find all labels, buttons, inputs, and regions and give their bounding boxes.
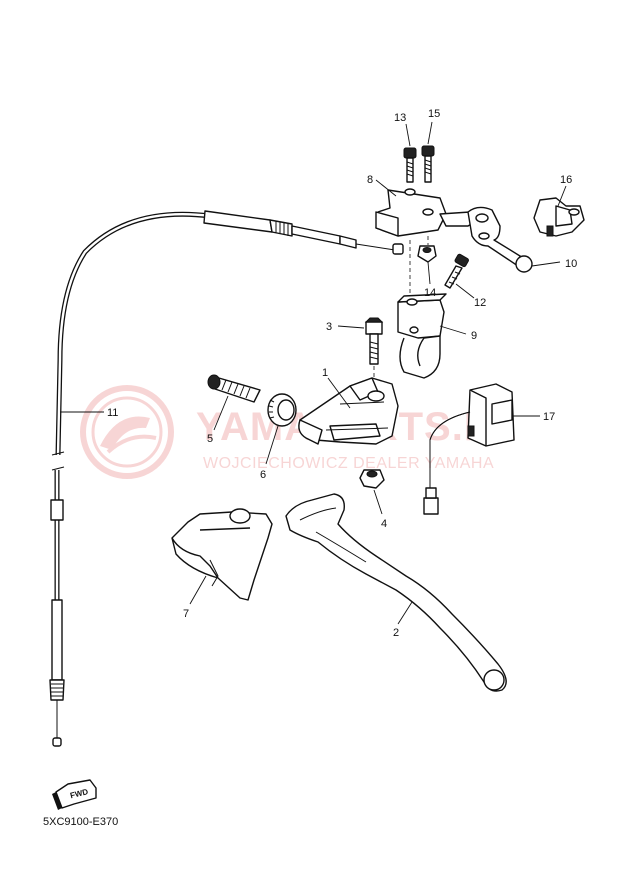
callout-15: 15 <box>428 108 440 120</box>
watermark-dealer: WOJCIECHOWICZ DEALER YAMAHA <box>203 455 494 472</box>
bolt-15 <box>421 145 435 183</box>
callout-1: 1 <box>322 367 328 379</box>
callout-12: 12 <box>474 297 486 309</box>
screw-12 <box>444 253 469 289</box>
fwd-label: FWD <box>69 787 89 800</box>
callout-7: 7 <box>183 608 189 620</box>
callout-14: 14 <box>424 287 436 299</box>
callout-8: 8 <box>367 174 373 186</box>
adjuster-bolt-5 <box>207 374 261 403</box>
nut-14 <box>417 245 437 263</box>
nut-4 <box>359 469 385 489</box>
callouts: 13 15 8 16 10 14 12 9 3 1 11 17 <box>60 108 577 639</box>
clutch-lever-2 <box>285 493 507 692</box>
callout-17: 17 <box>543 411 555 423</box>
callout-4: 4 <box>381 518 387 530</box>
bolt-13 <box>403 147 417 183</box>
lever-holder-base <box>397 293 447 379</box>
callout-13: 13 <box>394 112 406 124</box>
callout-16: 16 <box>560 174 572 186</box>
callout-11: 11 <box>107 407 118 419</box>
lever-holder-cap <box>375 188 479 237</box>
callout-10: 10 <box>565 258 577 270</box>
watermark-logo-icon <box>80 385 174 479</box>
lever-cover-7 <box>171 508 273 601</box>
fwd-arrow-icon: FWD <box>52 779 97 810</box>
hot-start-lever <box>467 206 533 273</box>
callout-9: 9 <box>471 330 477 342</box>
callout-5: 5 <box>207 433 213 445</box>
diagram-code: 5XC9100-E370 <box>43 816 119 828</box>
bolt-3 <box>364 317 384 365</box>
callout-3: 3 <box>326 321 332 333</box>
callout-6: 6 <box>260 469 266 481</box>
hot-start-holder <box>533 197 585 237</box>
lever-bracket <box>298 377 399 445</box>
assembly-axis-lines <box>373 236 429 390</box>
switch-17 <box>423 383 515 515</box>
clutch-cable <box>49 210 404 747</box>
lock-nut-6 <box>267 393 297 427</box>
callout-2: 2 <box>393 627 399 639</box>
